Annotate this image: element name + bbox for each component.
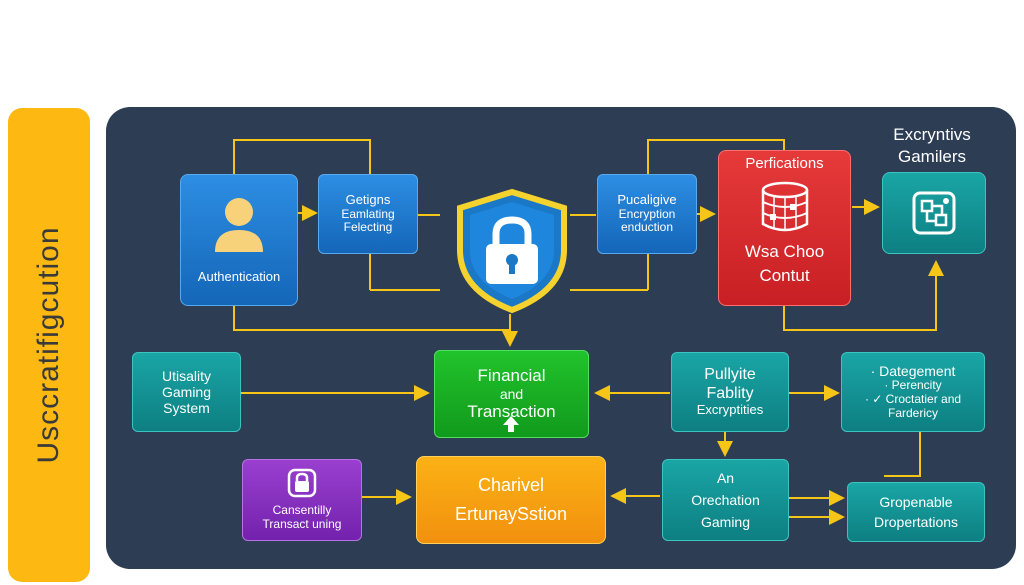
financial-line-2: and [499,385,524,402]
charivel-line-2: ErtunaySstion [454,504,568,524]
getigns-line-3: Felecting [343,220,393,235]
orechation-box: An Orechation Gaming [662,459,789,541]
shield-lock-icon [457,188,567,314]
authentication-label: Authentication [197,268,281,284]
exorcyntivs-line-1: Excryntivs [893,125,971,144]
dategement-line-3: · ✓ Croctatier and [864,392,962,407]
utisality-box: Utisality Gaming System [132,352,241,432]
gropenable-line-1: Gropenable [879,493,953,510]
getigns-line-2: Eamlating [341,206,395,221]
utisality-line-2: Gaming [161,383,212,400]
chip-box [882,172,986,254]
gropenable-line-2: Dropertations [873,514,959,530]
pucaligive-line-1: Pucaligive [617,191,677,207]
utisality-line-1: Utisality [161,367,211,384]
financial-line-3: Transaction [467,402,556,422]
lock-icon [287,468,317,498]
pullyite-box: Pullyite Fablity Excryptities [671,352,789,432]
pucaligive-box: Pucaligive Encryption enduction [597,174,697,254]
orechation-line-3: Gaming [700,514,751,531]
perfications-box: Perfications Wsa Choo Contut [718,150,851,306]
consentilly-line-2: Transact uning [262,517,342,531]
orechation-line-2: Orechation [691,491,760,508]
charivel-line-1: Charivel [477,475,545,496]
pucaligive-line-3: enduction [620,220,674,235]
dategement-line-1: · Dategement [870,363,956,380]
consentilly-box: Cansentilly Transact uning [242,459,362,541]
pullyite-line-2: Fablity [706,384,754,402]
financial-line-1: Financial [477,366,546,386]
dategement-line-2: · Perencity [884,378,942,393]
charivel-box: Charivel ErtunaySstion [416,456,606,544]
consentilly-line-1: Cansentilly [272,503,332,518]
gropenable-box: Gropenable Dropertations [847,482,985,542]
pullyite-line-1: Pullyite [704,366,756,384]
utisality-line-3: System [163,400,210,417]
exorcyntivs-line-2: Gamilers [897,147,966,167]
perfications-line-2: Contut [759,265,810,285]
globe-database-icon [761,182,808,232]
dategement-box: · Dategement · Perencity · ✓ Croctatier … [841,352,985,432]
getigns-box: Getigns Eamlating Felecting [318,174,418,254]
exorcyntivs-label: Excryntivs Gamilers [872,124,992,168]
perfications-line-1: Wsa Choo [744,242,825,262]
pucaligive-line-2: Encryption [618,206,676,221]
perfications-title: Perfications [745,155,824,172]
getigns-line-1: Getigns [345,191,391,207]
user-icon [215,197,263,252]
pullyite-line-3: Excryptities [696,401,764,417]
orechation-line-1: An [716,469,735,486]
dategement-line-4: Fardericy [887,405,938,420]
side-banner: Usccratifigcution [8,108,90,582]
authentication-box: Authentication [180,174,298,306]
up-arrow-icon [503,416,519,432]
circuit-chip-icon [912,191,956,235]
